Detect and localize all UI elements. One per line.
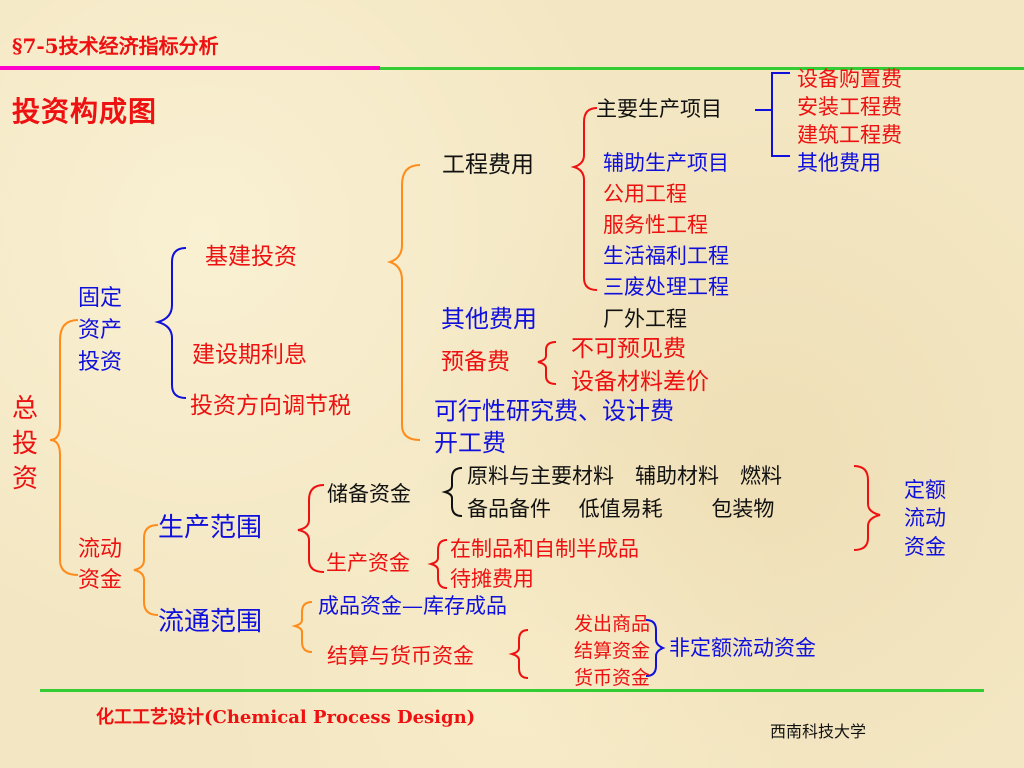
brace-rated bbox=[853, 465, 881, 551]
brace-working bbox=[133, 524, 159, 616]
startup-cost: 开工费 bbox=[434, 429, 506, 457]
settlement-item-currency: 货币资金 bbox=[574, 667, 651, 689]
brace-construction bbox=[386, 164, 421, 441]
material-difference: 设备材料差价 bbox=[571, 369, 709, 395]
brace-non-rated bbox=[645, 619, 666, 677]
settlement-item-goods: 发出商品 bbox=[574, 613, 651, 635]
work-in-progress: 在制品和自制半成品 bbox=[450, 537, 639, 561]
engineering-cost: 工程费用 bbox=[442, 152, 534, 178]
outside-engineering: 厂外工程 bbox=[603, 307, 687, 331]
waste-engineering: 三废处理工程 bbox=[603, 275, 729, 299]
production-scope: 生产范围 bbox=[158, 513, 263, 543]
settlement-item-settlement: 结算资金 bbox=[574, 640, 651, 662]
service-engineering: 服务性工程 bbox=[603, 213, 708, 237]
brace-reserve-cost bbox=[537, 341, 557, 385]
fixed-asset-label: 固定 资产 投资 bbox=[78, 283, 122, 379]
reserve-cost: 预备费 bbox=[441, 349, 510, 375]
brace-settlement bbox=[508, 629, 529, 679]
reserve-items-line-1: 原料与主要材料 辅助材料 燃料 bbox=[467, 464, 782, 488]
brace-production bbox=[297, 484, 325, 573]
finished-goods-fund: 成品资金—库存成品 bbox=[318, 594, 507, 618]
working-capital-label: 流动 资金 bbox=[78, 535, 122, 597]
rated-line-2: 流动 bbox=[904, 506, 946, 531]
construction-investment: 基建投资 bbox=[205, 244, 297, 270]
bracket-main bbox=[771, 72, 790, 157]
reserve-items-line-2: 备品备件 低值易耗 包装物 bbox=[467, 497, 775, 521]
green-divider-top bbox=[380, 67, 1024, 70]
prepaid-expenses: 待摊费用 bbox=[450, 567, 534, 591]
green-divider-bottom bbox=[40, 689, 984, 692]
section-title: §7-5技术经济指标分析 bbox=[12, 34, 219, 58]
working-line-2: 资金 bbox=[78, 567, 123, 593]
working-line-1: 流动 bbox=[78, 537, 123, 562]
auxiliary-project: 辅助生产项目 bbox=[603, 151, 729, 175]
main-production-project: 主要生产项目 bbox=[596, 97, 722, 121]
brace-engineering bbox=[570, 107, 598, 291]
fixed-line-3: 投资 bbox=[78, 349, 123, 375]
construction-interest: 建设期利息 bbox=[192, 342, 307, 368]
non-rated-working-capital: 非定额流动资金 bbox=[669, 636, 816, 660]
production-fund: 生产资金 bbox=[326, 551, 410, 575]
main-item-installation: 安装工程费 bbox=[797, 95, 902, 119]
settlement-fund: 结算与货币资金 bbox=[327, 644, 474, 668]
rated-line-3: 资金 bbox=[904, 534, 946, 559]
fixed-line-2: 资产 bbox=[78, 317, 123, 343]
course-name: 化工工艺设计(Chemical Process Design) bbox=[96, 707, 476, 728]
rated-working-capital: 定额 流动 资金 bbox=[904, 476, 946, 561]
magenta-divider bbox=[0, 66, 380, 70]
brace-circulation bbox=[291, 601, 313, 653]
unforeseen-cost: 不可预见费 bbox=[571, 336, 686, 362]
brace-fixed bbox=[154, 247, 187, 399]
main-item-other: 其他费用 bbox=[797, 151, 881, 175]
brace-reserve-fund bbox=[441, 467, 463, 517]
slide-title: 投资构成图 bbox=[12, 95, 158, 128]
investment-tax: 投资方向调节税 bbox=[190, 393, 351, 419]
total-char-1: 总 bbox=[12, 394, 39, 424]
reserve-fund: 储备资金 bbox=[327, 482, 411, 506]
main-item-equipment: 设备购置费 bbox=[797, 67, 902, 91]
total-investment-label: 总 投 资 bbox=[12, 392, 38, 497]
fixed-line-1: 固定 bbox=[78, 286, 123, 311]
brace-production-fund bbox=[427, 539, 448, 589]
total-char-2: 投 bbox=[12, 429, 39, 460]
university-name: 西南科技大学 bbox=[770, 722, 867, 741]
other-cost: 其他费用 bbox=[441, 305, 537, 333]
feasibility-cost: 可行性研究费、设计费 bbox=[434, 397, 674, 425]
rated-line-1: 定额 bbox=[904, 478, 946, 502]
welfare-engineering: 生活福利工程 bbox=[603, 244, 729, 268]
main-item-building: 建筑工程费 bbox=[797, 123, 902, 147]
circulation-scope: 流通范围 bbox=[158, 607, 263, 637]
brace-root bbox=[49, 319, 79, 576]
total-char-3: 资 bbox=[12, 464, 39, 495]
public-engineering: 公用工程 bbox=[603, 182, 687, 206]
